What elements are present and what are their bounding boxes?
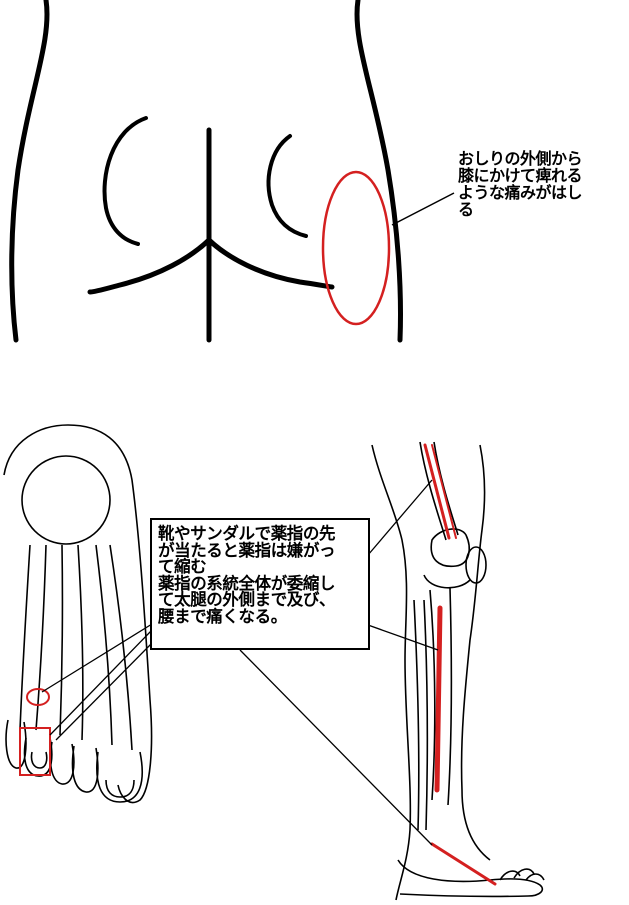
middle-toe bbox=[49, 741, 75, 785]
ring-toe-nail bbox=[30, 751, 48, 769]
big-toe-nail bbox=[105, 779, 135, 798]
metatarsal-1 bbox=[19, 544, 31, 731]
heel-circle bbox=[21, 455, 111, 545]
thigh-front-outline bbox=[460, 444, 491, 861]
right-hip-outline bbox=[354, 0, 403, 343]
lower-leader-lines bbox=[41, 479, 439, 846]
knee-joint bbox=[430, 528, 470, 568]
foot-illustration bbox=[3, 424, 153, 804]
metatarsal-2 bbox=[35, 544, 47, 731]
leader-to-thigh bbox=[367, 479, 433, 556]
metatarsal-4 bbox=[77, 544, 84, 741]
leg-highlights bbox=[423, 443, 497, 886]
leg-illustration bbox=[371, 441, 545, 901]
ring-toe-box bbox=[19, 727, 51, 776]
buttocks-illustration bbox=[9, 0, 403, 343]
foot-outline bbox=[3, 424, 153, 804]
leg-toes bbox=[499, 868, 545, 881]
metatarsal-3 bbox=[59, 544, 64, 736]
leader-to-toe-1 bbox=[49, 629, 153, 736]
ring-toe-joint-circle bbox=[26, 688, 50, 706]
leader-to-toe-2 bbox=[55, 639, 156, 741]
ring-toe bbox=[23, 737, 53, 777]
fibula bbox=[413, 599, 429, 831]
tibia bbox=[429, 587, 453, 806]
left-buttock-crease bbox=[87, 237, 212, 295]
thigh-red-line-1 bbox=[423, 443, 451, 540]
ankle-foot bbox=[397, 859, 544, 898]
right-gluteal-fold bbox=[266, 134, 308, 238]
right-buttock-crease bbox=[206, 237, 335, 290]
leader-to-shin bbox=[367, 624, 439, 651]
big-toe bbox=[96, 751, 143, 803]
foot-red-line bbox=[430, 842, 497, 886]
left-gluteal-fold bbox=[102, 116, 148, 246]
upper-callout-text: おしりの外側から 膝にかけて痺れる ような痛みがはし る bbox=[458, 149, 583, 219]
second-toe bbox=[71, 745, 99, 793]
left-hip-outline bbox=[9, 0, 50, 343]
thigh-red-line-2 bbox=[431, 444, 457, 539]
metatarsal-6 bbox=[109, 544, 133, 751]
shin-red-line bbox=[434, 605, 443, 793]
leader-to-toe-joint bbox=[41, 623, 153, 693]
leader-to-foot bbox=[239, 649, 433, 846]
lower-callout-box: 靴やサンダルで薬指の先 が当たると薬指は嫌がっ て縮む 薬指の系統全体が委縮し … bbox=[150, 518, 370, 650]
pain-area-circle bbox=[321, 170, 391, 326]
metatarsal-5 bbox=[95, 544, 113, 746]
kneecap bbox=[465, 546, 487, 584]
thigh-back-outline bbox=[371, 444, 412, 901]
upper-leader-line bbox=[391, 192, 455, 226]
tibia-head bbox=[423, 574, 471, 589]
